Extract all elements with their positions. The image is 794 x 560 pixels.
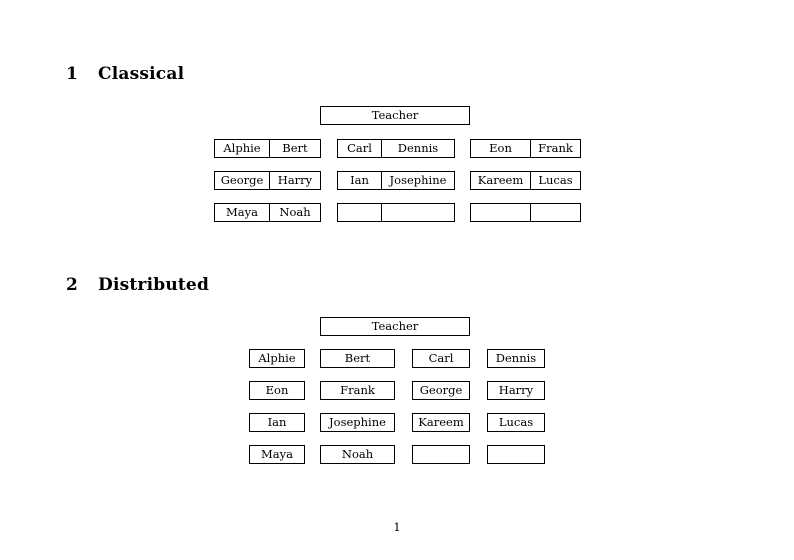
student-box-empty bbox=[412, 445, 470, 464]
student-pair-group: Ian Josephine bbox=[337, 171, 455, 190]
student-cell: George bbox=[220, 173, 264, 187]
student-cell: Harry bbox=[269, 172, 320, 189]
student-box-empty bbox=[487, 445, 545, 464]
student-cell: Eon bbox=[489, 141, 512, 155]
student-cell-empty bbox=[530, 204, 580, 221]
section-heading-distributed: 2 Distributed bbox=[66, 275, 209, 295]
student-box: Carl bbox=[412, 349, 470, 368]
student-box: Lucas bbox=[487, 413, 545, 432]
student-cell: Kareem bbox=[477, 173, 524, 187]
student-box: Noah bbox=[320, 445, 395, 464]
student-box: Dennis bbox=[487, 349, 545, 368]
student-cell: Ian bbox=[350, 173, 369, 187]
section-number: 1 bbox=[66, 64, 79, 84]
student-cell: Carl bbox=[347, 141, 372, 155]
student-box: Josephine bbox=[320, 413, 395, 432]
student-pair-group: Alphie Bert bbox=[214, 139, 321, 158]
section-heading-classical: 1 Classical bbox=[66, 64, 184, 84]
student-box: Harry bbox=[487, 381, 545, 400]
section-title: Classical bbox=[98, 64, 185, 84]
student-cell: Alphie bbox=[223, 141, 261, 155]
student-pair-group: Eon Frank bbox=[470, 139, 581, 158]
student-cell-empty bbox=[381, 204, 454, 221]
student-pair-group: George Harry bbox=[214, 171, 321, 190]
section-title: Distributed bbox=[98, 275, 210, 295]
page-number: 1 bbox=[393, 520, 401, 534]
student-cell: Dennis bbox=[381, 140, 454, 157]
student-cell: Bert bbox=[269, 140, 320, 157]
student-cell: Noah bbox=[269, 204, 320, 221]
student-box: Maya bbox=[249, 445, 305, 464]
student-pair-group: Carl Dennis bbox=[337, 139, 455, 158]
student-cell: Lucas bbox=[530, 172, 580, 189]
student-cell-empty bbox=[338, 204, 381, 221]
student-box: Frank bbox=[320, 381, 395, 400]
teacher-box-classical: Teacher bbox=[320, 106, 470, 125]
student-box: Kareem bbox=[412, 413, 470, 432]
student-box: Bert bbox=[320, 349, 395, 368]
student-box: George bbox=[412, 381, 470, 400]
student-pair-group: Kareem Lucas bbox=[470, 171, 581, 190]
student-cell-empty bbox=[471, 204, 530, 221]
student-box: Eon bbox=[249, 381, 305, 400]
student-pair-group: Maya Noah bbox=[214, 203, 321, 222]
student-cell: Frank bbox=[530, 140, 580, 157]
student-box: Ian bbox=[249, 413, 305, 432]
student-pair-group-empty bbox=[470, 203, 581, 222]
student-pair-group-empty bbox=[337, 203, 455, 222]
teacher-box-distributed: Teacher bbox=[320, 317, 470, 336]
student-cell: Josephine bbox=[381, 172, 454, 189]
section-number: 2 bbox=[66, 275, 79, 295]
student-box: Alphie bbox=[249, 349, 305, 368]
student-cell: Maya bbox=[226, 205, 258, 219]
